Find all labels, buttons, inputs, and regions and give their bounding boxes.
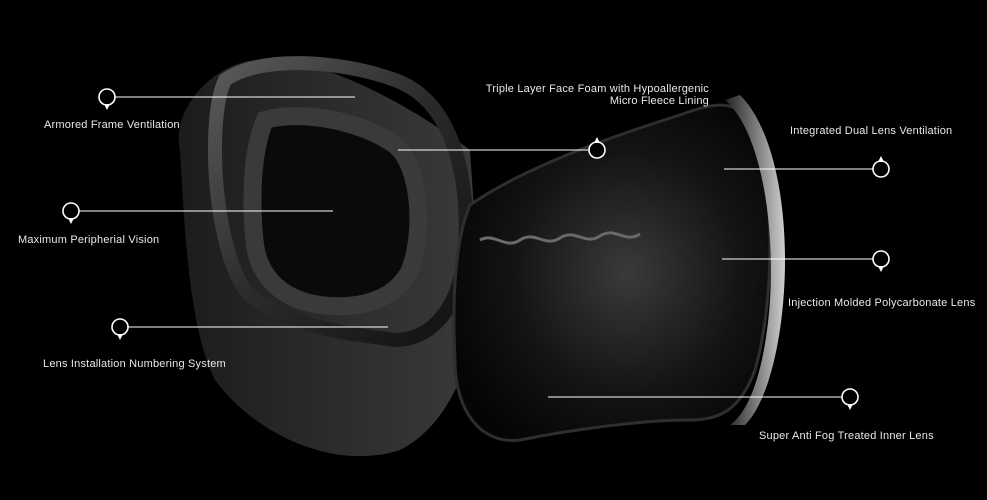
map-pin-icon bbox=[872, 250, 890, 272]
label-polycarbonate-lens: Injection Molded Polycarbonate Lens bbox=[788, 297, 976, 309]
label-face-foam: Triple Layer Face Foam with Hypoallergen… bbox=[455, 83, 709, 107]
map-pin-icon bbox=[62, 202, 80, 224]
map-pin-icon bbox=[872, 156, 890, 178]
label-face-foam-line1: Triple Layer Face Foam with Hypoallergen… bbox=[485, 83, 709, 95]
goggle-frame bbox=[207, 56, 473, 348]
label-dual-lens-vent: Integrated Dual Lens Ventilation bbox=[790, 125, 953, 137]
label-armored-frame: Armored Frame Ventilation bbox=[44, 119, 180, 131]
map-pin-icon bbox=[111, 318, 129, 340]
label-lens-numbering: Lens Installation Numbering System bbox=[43, 358, 226, 370]
map-pin-icon bbox=[841, 388, 859, 410]
lens-vent-wave bbox=[479, 231, 641, 245]
label-anti-fog: Super Anti Fog Treated Inner Lens bbox=[759, 430, 934, 442]
frame-opening bbox=[243, 107, 428, 316]
goggle-lens bbox=[452, 103, 772, 442]
callout-markers bbox=[62, 88, 890, 410]
lens-edge bbox=[725, 95, 785, 425]
label-peripheral-vision: Maximum Peripherial Vision bbox=[18, 234, 160, 246]
map-pin-icon bbox=[98, 88, 116, 110]
label-face-foam-line2: Micro Fleece Lining bbox=[609, 95, 709, 107]
callout-lines bbox=[71, 96, 881, 398]
map-pin-icon bbox=[588, 137, 606, 159]
